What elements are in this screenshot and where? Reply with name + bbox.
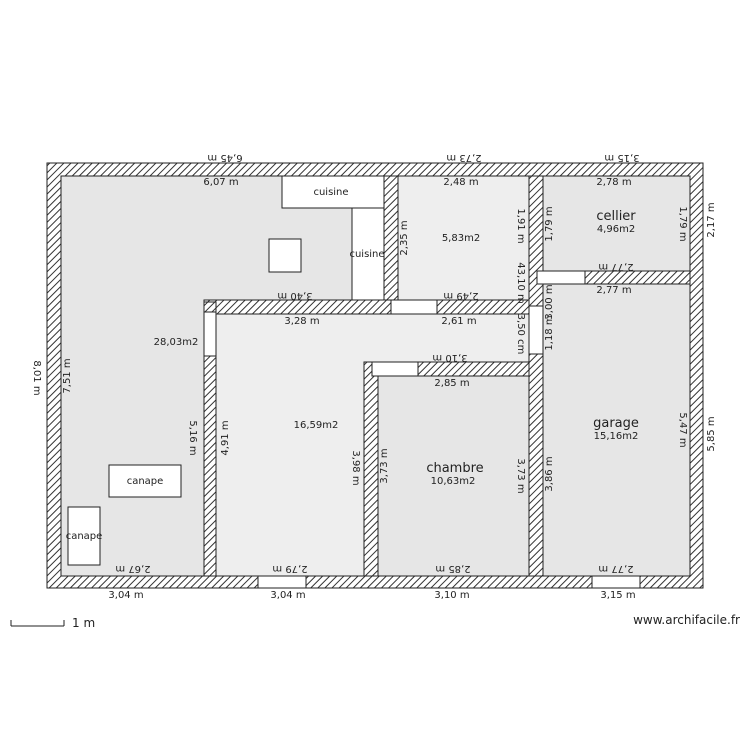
dim-top-right: 3,15 m [604,152,639,163]
dim-cellier-top: 2,78 m [596,177,631,188]
mid-room-floor [397,175,530,301]
dim-garage-top: 2,77 m [596,285,631,296]
dim-bottom-2: 3,04 m [270,590,305,601]
scale-bar [10,620,65,627]
dim-hall-inner-right: 3,98 m [350,450,361,485]
dim-hall-bottom: 2,79 m [272,563,307,574]
canape-label-2: canape [66,531,103,542]
garage-name: garage [593,416,639,431]
garage-area: 15,16m2 [594,431,639,442]
canape-label-1: canape [127,476,164,487]
dim-chambre-top: 2,85 m [434,378,469,389]
dim-cellier-left: 1,79 m [544,206,555,241]
dim-hall-right: 3,50 cm [515,314,526,355]
dim-hall-left: 4,91 m [220,420,231,455]
door-bottom-garage [591,575,641,589]
wall-mid-left [383,175,399,303]
dim-garage-left-b: 3,00 m [544,284,555,319]
chambre-area: 10,63m2 [431,476,476,487]
dim-living-top: 6,07 m [203,177,238,188]
chambre-name: chambre [426,461,483,476]
dim-bottom-1: 3,04 m [108,590,143,601]
mid-area: 5,83m2 [442,233,480,244]
wall-chambre-left [363,361,379,577]
dim-garage-right: 5,47 m [677,412,688,447]
dim-living-left: 7,51 m [62,358,73,393]
dim-right-outer-bottom: 5,85 m [706,416,717,451]
dim-garage-bottom: 2,77 m [598,563,633,574]
scale-label: 1 m [72,616,95,630]
wall-mid-right [528,175,544,577]
door-hall-left [203,311,217,357]
dim-garage-left-c: 3,86 m [544,456,555,491]
dim-chambre-bottom: 2,85 m [435,563,470,574]
dim-top-mid: 2,73 m [446,152,481,163]
living-area: 28,03m2 [154,337,199,348]
dim-living-bottom: 2,67 m [115,563,150,574]
garage-floor [542,283,691,577]
dim-mid-right: 1,91 m [515,208,526,243]
cuisine-counter-side [351,207,385,301]
dim-living-notch-top: 3,40 m [277,290,312,301]
dim-hall-top: 3,28 m [284,316,319,327]
dim-left-outer: 8,01 m [31,360,42,395]
wall-hall-top [203,299,530,315]
dim-cellier-right: 1,79 m [677,206,688,241]
door-chambre-top [371,361,419,377]
cellier-name: cellier [596,209,636,224]
dim-mid-right-extra: 43,10 m [515,262,526,304]
dim-mid-left: 2,35 m [399,220,410,255]
kitchen-appliance [268,238,302,273]
dim-right-outer-top: 2,17 m [706,202,717,237]
cuisine-label-2: cuisine [349,249,384,260]
dim-bottom-4: 3,15 m [600,590,635,601]
canape-1 [108,464,182,498]
wall-hall-left [203,301,217,577]
door-cellier [536,270,586,285]
dim-living-notch-vertical: 5,16 m [187,420,198,455]
dim-top-left: 6,45 m [207,152,242,163]
door-garage-left [528,305,544,355]
door-mid-bottom [390,299,438,315]
door-bottom-hall [257,575,307,589]
dim-hall-inner-top: 3,10 m [432,352,467,363]
canape-2 [67,506,101,566]
dim-hall-top-right: 2,61 m [441,316,476,327]
dim-garage-left-a: 1,18 m [544,315,555,350]
dim-mid-top: 2,48 m [443,177,478,188]
cuisine-label-1: cuisine [313,187,348,198]
cellier-area: 4,96m2 [597,224,635,235]
dim-chambre-left: 3,73 m [379,448,390,483]
brand-link[interactable]: www.archifacile.fr [633,613,740,627]
dim-bottom-3: 3,10 m [434,590,469,601]
chambre-floor [377,375,530,577]
hall-area: 16,59m2 [294,420,339,431]
dim-mid-bottom: 2,49 m [443,290,478,301]
dim-chambre-right: 3,73 m [515,458,526,493]
dim-cellier-bottom: 2,77 m [598,261,633,272]
cuisine-counter-top [281,175,385,209]
